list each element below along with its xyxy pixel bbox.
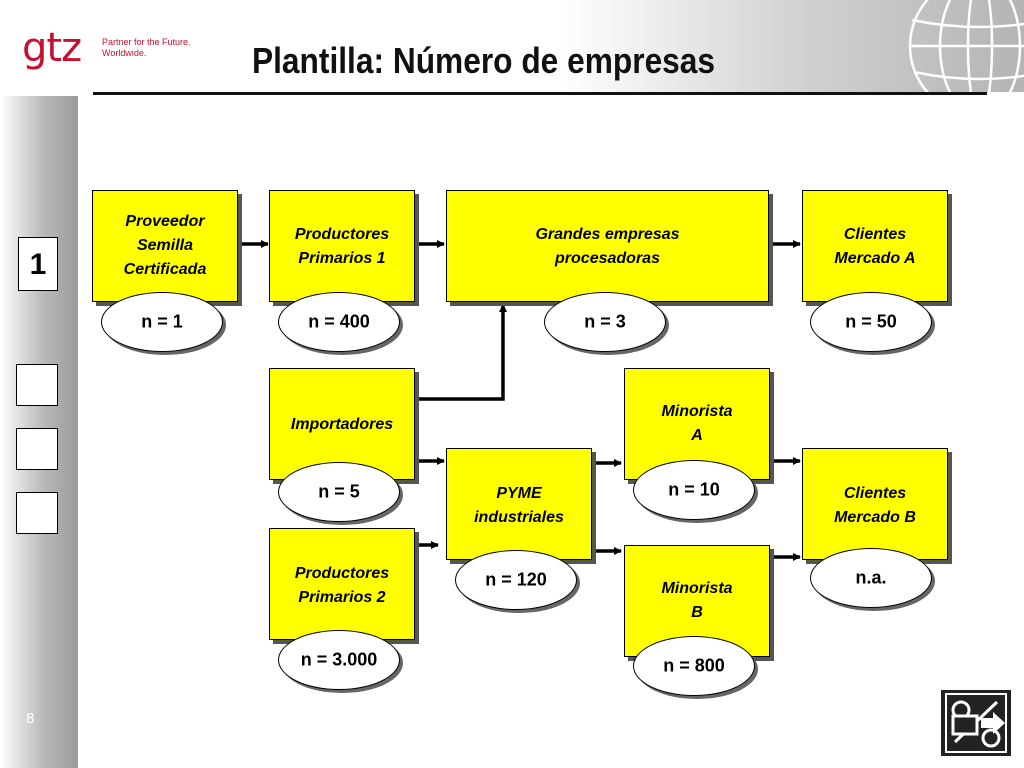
count-productores-1: n = 400 xyxy=(278,292,400,352)
logo-text: gtz xyxy=(22,25,82,71)
nav-square-3[interactable] xyxy=(16,492,58,534)
node-label: Importadores xyxy=(290,416,394,433)
node-label: B xyxy=(691,604,703,621)
globe-icon xyxy=(908,0,1024,92)
arrow-importadores-grandes xyxy=(417,304,507,401)
count-pyme: n = 120 xyxy=(455,550,577,610)
nav-square-1[interactable] xyxy=(16,364,58,406)
count-importadores: n = 5 xyxy=(278,462,400,522)
node-label: Certificada xyxy=(123,261,207,278)
title-divider xyxy=(93,92,987,95)
node-label: PYME xyxy=(496,485,542,502)
gtz-logo: gtz xyxy=(22,25,82,71)
node-label: Productores xyxy=(294,565,390,582)
node-clientes-mercado-a[interactable]: Clientes Mercado A xyxy=(802,190,948,302)
node-label: Minorista xyxy=(661,403,733,420)
node-label: Primarios 2 xyxy=(298,589,386,606)
page-title: Plantilla: Número de empresas xyxy=(252,40,716,81)
page-number: 8 xyxy=(26,710,35,727)
node-label: Semilla xyxy=(136,237,194,254)
nav-square-2[interactable] xyxy=(16,428,58,470)
node-label: Grandes empresas xyxy=(535,226,680,243)
logo-tagline: Partner for the Future. Worldwide. xyxy=(102,37,232,59)
node-productores-primarios-1[interactable]: Productores Primarios 1 xyxy=(269,190,415,302)
count-minorista-a: n = 10 xyxy=(633,460,755,520)
node-label: Primarios 1 xyxy=(298,250,386,267)
count-grandes-empresas: n = 3 xyxy=(544,292,666,352)
node-label: Proveedor xyxy=(125,213,205,230)
node-label: Mercado B xyxy=(834,509,916,526)
node-label: A xyxy=(691,427,703,444)
node-importadores[interactable]: Importadores xyxy=(269,368,415,480)
count-minorista-b: n = 800 xyxy=(633,636,755,696)
node-label: Productores xyxy=(294,226,390,243)
slide-marker[interactable]: 1 xyxy=(18,237,58,291)
node-label: Mercado A xyxy=(834,250,916,267)
node-grandes-empresas[interactable]: Grandes empresas procesadoras xyxy=(446,190,769,302)
navigation-icon[interactable] xyxy=(941,690,1011,756)
node-label: Clientes xyxy=(843,485,907,502)
node-proveedor-semilla[interactable]: Proveedor Semilla Certificada xyxy=(92,190,238,302)
tagline-line-2: Worldwide. xyxy=(102,48,147,58)
count-proveedor: n = 1 xyxy=(101,292,223,352)
node-label: industriales xyxy=(474,509,564,526)
node-label: procesadoras xyxy=(555,250,660,267)
count-productores-2: n = 3.000 xyxy=(278,630,400,690)
node-label: Minorista xyxy=(661,580,733,597)
node-clientes-mercado-b[interactable]: Clientes Mercado B xyxy=(802,448,948,560)
tagline-line-1: Partner for the Future. xyxy=(102,37,191,47)
node-pyme-industriales[interactable]: PYME industriales xyxy=(446,448,592,560)
node-productores-primarios-2[interactable]: Productores Primarios 2 xyxy=(269,528,415,640)
count-clientes-a: n = 50 xyxy=(810,292,932,352)
node-label: Clientes xyxy=(843,226,907,243)
count-clientes-b: n.a. xyxy=(810,548,932,608)
